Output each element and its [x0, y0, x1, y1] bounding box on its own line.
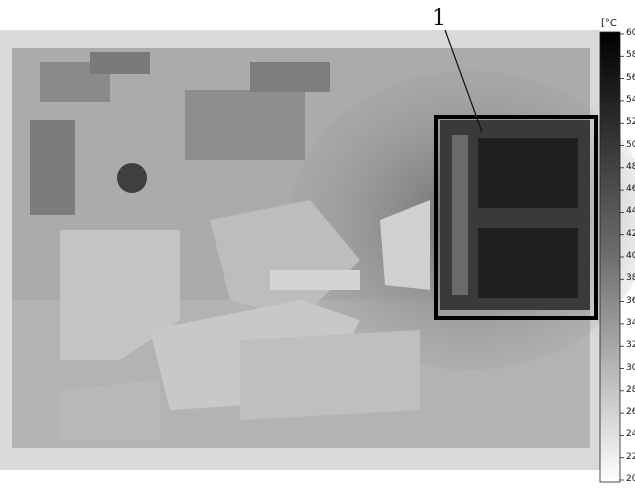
hotspot-pins	[452, 135, 468, 295]
component-top-2	[250, 62, 330, 92]
colorbar-tick-label: 32	[626, 340, 635, 351]
component-top-1	[90, 52, 150, 74]
callout-label: 1	[432, 6, 446, 31]
trace-5	[380, 200, 430, 290]
colorbar-tick-label: 56	[626, 72, 635, 83]
colorbar-tick-label: 36	[626, 295, 635, 306]
colorbar-tick-label: 46	[626, 184, 635, 195]
trace-6	[60, 380, 160, 440]
colorbar-tick-label: 40	[626, 251, 635, 261]
component-center	[185, 90, 305, 160]
colorbar-unit: [°C	[601, 18, 617, 29]
colorbar-tick-label: 22	[626, 451, 635, 462]
colorbar-tick-label: 30	[626, 362, 635, 373]
colorbar-tick-label: 58	[626, 50, 635, 61]
trace-7	[270, 270, 360, 290]
capacitor-1	[117, 163, 147, 193]
colorbar-ticks	[620, 33, 624, 481]
colorbar-tick-label: 54	[626, 94, 635, 105]
colorbar-tick-label: 20	[626, 474, 635, 484]
colorbar-tick-label: 60	[626, 28, 635, 38]
hotspot-core-bottom	[478, 228, 578, 298]
colorbar-tick-label: 44	[626, 206, 635, 217]
colorbar-tick-label: 38	[626, 273, 635, 284]
component-left-1	[30, 120, 75, 215]
callout-leader	[444, 29, 483, 133]
colorbar-tick-label: 24	[626, 429, 635, 440]
colorbar-tick-label: 42	[626, 228, 635, 239]
hotspot-core-top	[478, 138, 578, 208]
colorbar-tick-label: 28	[626, 384, 635, 395]
colorbar-tick-label: 26	[626, 407, 635, 418]
colorbar-tick-label: 34	[626, 317, 635, 328]
trace-4	[240, 330, 420, 420]
highlight-frame	[434, 115, 598, 320]
colorbar-tick-label: 52	[626, 117, 635, 128]
colorbar	[599, 31, 621, 483]
colorbar-tick-label: 50	[626, 139, 635, 150]
colorbar-tick-label: 48	[626, 161, 635, 172]
trace-1	[60, 230, 180, 360]
